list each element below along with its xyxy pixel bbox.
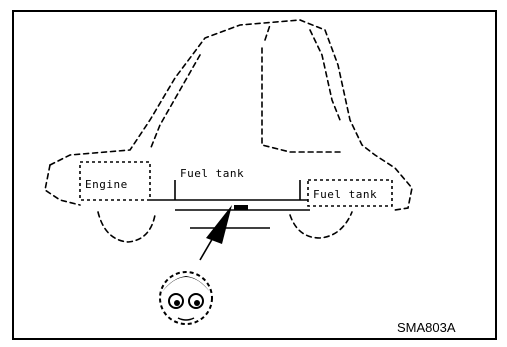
figure-code: SMA803A	[397, 320, 456, 335]
fuel-tank-mid-outline	[174, 180, 301, 200]
engine-label: Engine	[85, 178, 128, 191]
front-wheel-arch	[97, 211, 156, 243]
diagram-frame	[12, 10, 497, 340]
windshield	[149, 54, 201, 151]
observer-face	[159, 271, 213, 325]
fuel-tank-box-right	[307, 179, 393, 207]
door-window	[261, 24, 341, 153]
fuel-tank-label-right: Fuel tank	[313, 188, 378, 201]
sight-arrow-head	[206, 205, 232, 244]
car-body-outline	[49, 19, 413, 211]
inspection-point	[234, 205, 248, 210]
rear-window	[309, 29, 341, 121]
rear-wheel-arch	[289, 211, 353, 239]
fuel-tank-label-mid: Fuel tank	[180, 167, 245, 180]
car-front-lower	[44, 164, 81, 206]
